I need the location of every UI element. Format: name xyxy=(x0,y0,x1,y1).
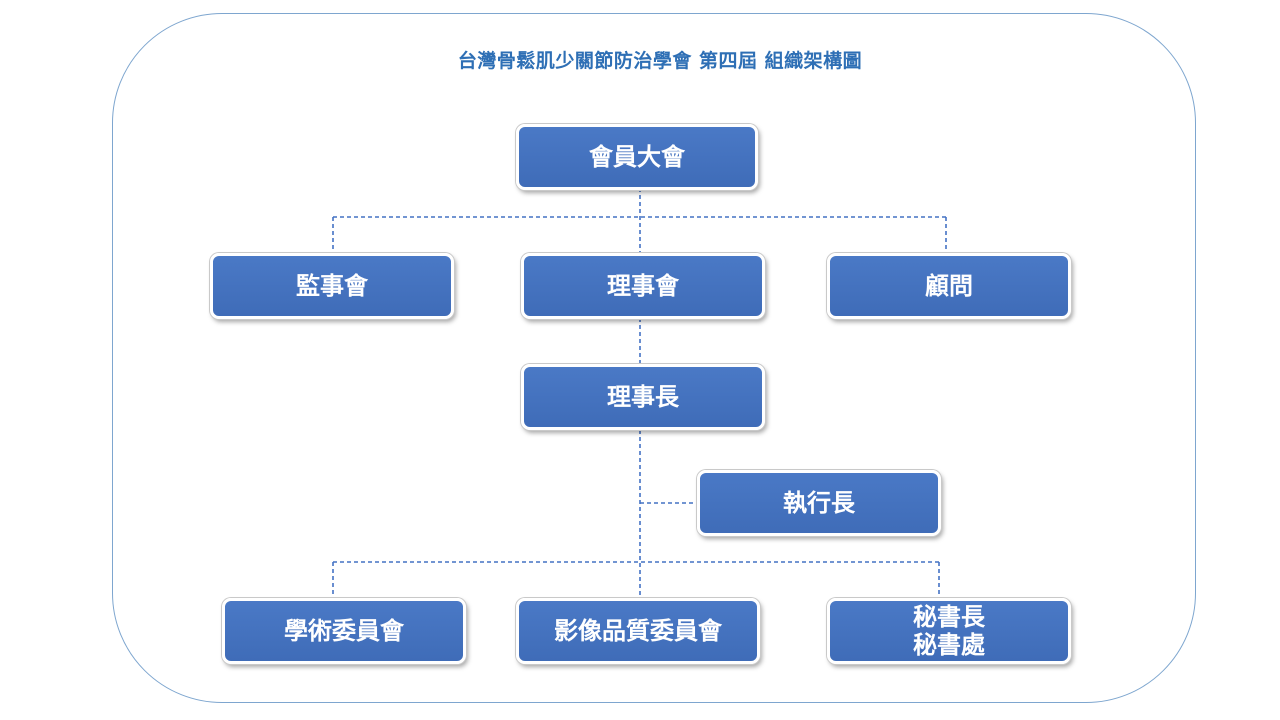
node-board: 理事會 xyxy=(521,253,765,319)
node-executive-director: 執行長 xyxy=(697,470,941,536)
node-academic-committee: 學術委員會 xyxy=(222,598,466,664)
node-secretariat: 秘書長 秘書處 xyxy=(827,598,1071,664)
node-supervisors: 監事會 xyxy=(210,253,454,319)
rounded-frame xyxy=(112,13,1196,703)
node-imaging-quality-committee: 影像品質委員會 xyxy=(516,598,760,664)
node-general-assembly: 會員大會 xyxy=(516,124,758,190)
node-advisors: 顧問 xyxy=(827,253,1071,319)
node-chairman: 理事長 xyxy=(521,364,765,430)
chart-title: 台灣骨鬆肌少關節防治學會 第四屆 組織架構圖 xyxy=(457,50,863,72)
